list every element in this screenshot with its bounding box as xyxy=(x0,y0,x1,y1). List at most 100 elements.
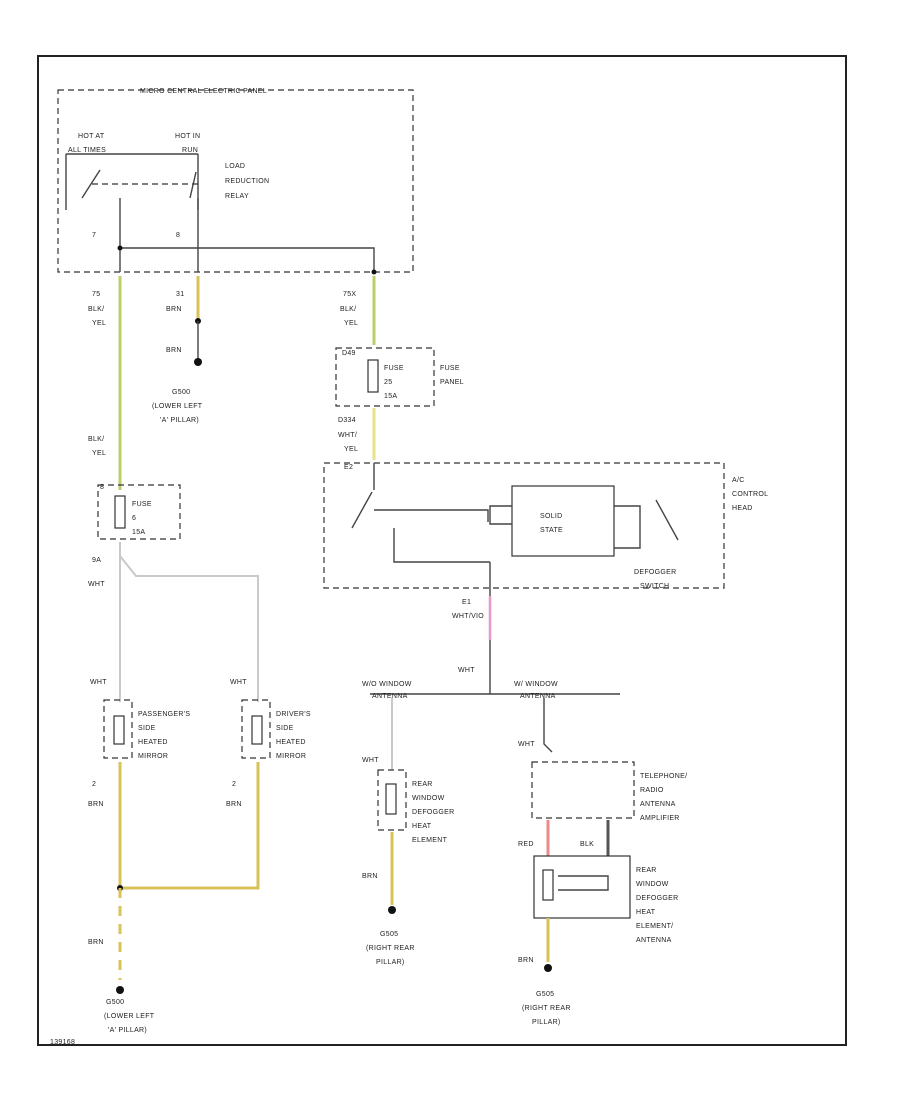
rear-element-box xyxy=(377,769,407,831)
fuse-6-label-2: 6 xyxy=(132,515,136,522)
rear-element-label-4: HEAT xyxy=(412,823,432,830)
w-antenna-label-1: W/ WINDOW xyxy=(514,681,558,688)
rear-element-antenna-label-5: ELEMENT/ xyxy=(636,923,673,930)
ac-head-link-1 xyxy=(393,528,490,563)
mirror-pass-wht: WHT xyxy=(90,679,107,686)
ac-head-pin-e1: E1 xyxy=(462,599,471,606)
wo-antenna-label-2: ANTENNA xyxy=(372,693,408,700)
fuse-25-label-1: FUSE xyxy=(384,365,404,372)
amp-label-4: AMPLIFIER xyxy=(640,815,680,822)
driver-mirror-element-icon xyxy=(251,715,263,745)
fuse-25-label-3: 15A xyxy=(384,393,397,400)
rear-antenna-brn: BRN xyxy=(518,957,534,964)
relay-label-3: RELAY xyxy=(225,193,249,200)
wire-31-brn-label: BRN xyxy=(166,306,182,313)
wire-w-antenna-wht xyxy=(543,698,553,753)
ground-g505-left-icon xyxy=(388,906,396,914)
fuse-25-label-2: 25 xyxy=(384,379,392,386)
ac-head-pin-e2: E2 xyxy=(344,464,353,471)
rear-element-label-2: WINDOW xyxy=(412,795,445,802)
driver-mirror-box xyxy=(241,699,271,759)
amp-wht: WHT xyxy=(518,741,535,748)
passenger-mirror-label-1: PASSENGER'S xyxy=(138,711,190,718)
wire-9a-branch xyxy=(119,555,259,702)
rear-element-icon xyxy=(385,783,397,815)
ac-head-link-2 xyxy=(374,509,489,522)
fuse-panel-box xyxy=(335,347,435,407)
wire-75-color-4: YEL xyxy=(92,450,106,457)
ground-g500-top-1: G500 xyxy=(172,389,190,396)
ground-g500-top-2: (LOWER LEFT xyxy=(152,403,203,410)
wo-antenna-label-1: W/O WINDOW xyxy=(362,681,412,688)
rear-element-antenna-trace xyxy=(558,875,609,891)
defogger-switch-label-2: SWITCH xyxy=(640,583,669,590)
rear-element-label-5: ELEMENT xyxy=(412,837,448,844)
pin-31: 31 xyxy=(176,291,184,298)
hot-in-run-label-1: HOT IN xyxy=(175,133,200,140)
splice-dot-right xyxy=(371,269,377,275)
ground-g505-left-1: G505 xyxy=(380,931,398,938)
rear-element-label-3: DEFOGGER xyxy=(412,809,454,816)
fuse-6-icon xyxy=(114,495,126,529)
wire-75-color-3: BLK/ xyxy=(88,436,104,443)
fuse-6-out-color: WHT xyxy=(88,581,105,588)
wire-75x-color-2: YEL xyxy=(344,320,358,327)
solid-state-label-1: SOLID xyxy=(540,513,563,520)
central-panel-box xyxy=(57,89,414,273)
solid-state-right-link xyxy=(614,505,641,549)
hot-all-times-label-1: HOT AT xyxy=(78,133,105,140)
wire-wht-label-ac: WHT xyxy=(458,667,475,674)
ac-control-head-box xyxy=(323,462,725,589)
rear-element-brn: BRN xyxy=(362,873,378,880)
fuse-6-pin: 8 xyxy=(100,484,104,491)
ground-g505-right-1: G505 xyxy=(536,991,554,998)
driver-mirror-label-3: HEATED xyxy=(276,739,306,746)
passenger-mirror-label-4: MIRROR xyxy=(138,753,168,760)
driver-mirror-label-2: SIDE xyxy=(276,725,294,732)
ac-head-label-1: A/C xyxy=(732,477,745,484)
rear-element-antenna-label-2: WINDOW xyxy=(636,881,669,888)
solid-state-left-tab xyxy=(489,505,512,525)
driver-mirror-label-1: DRIVER'S xyxy=(276,711,311,718)
amp-label-3: ANTENNA xyxy=(640,801,676,808)
passenger-mirror-label-2: SIDE xyxy=(138,725,156,732)
ground-g505-left-3: PILLAR) xyxy=(376,959,405,966)
rear-element-antenna-label-6: ANTENNA xyxy=(636,937,672,944)
figure-id: 139168 xyxy=(50,1039,75,1046)
passenger-mirror-label-3: HEATED xyxy=(138,739,168,746)
mirror-pass-brn: BRN xyxy=(88,801,104,808)
ground-g505-right-icon xyxy=(544,964,552,972)
ground-g500-bottom-2: (LOWER LEFT xyxy=(104,1013,155,1020)
wire-75-num: 75 xyxy=(92,291,100,298)
ground-g500-bottom-3: 'A' PILLAR) xyxy=(108,1027,147,1034)
wire-75x-num: 75X xyxy=(343,291,356,298)
diagram-frame xyxy=(37,55,847,1046)
ground-g505-right-3: PILLAR) xyxy=(532,1019,561,1026)
relay-label-1: LOAD xyxy=(225,163,245,170)
defogger-switch-label-1: DEFOGGER xyxy=(634,569,676,576)
amp-label-2: RADIO xyxy=(640,787,664,794)
ground-g505-left-2: (RIGHT REAR xyxy=(366,945,415,952)
wire-31-brn-label-2: BRN xyxy=(166,347,182,354)
relay-switch-left xyxy=(81,169,101,199)
mirror-drv-pin: 2 xyxy=(232,781,236,788)
amp-label-1: TELEPHONE/ xyxy=(640,773,687,780)
rear-element-antenna-label-1: REAR xyxy=(636,867,657,874)
relay-switch-right xyxy=(189,171,197,199)
central-panel-title: MICRO CENTRAL ELECTRIC PANEL xyxy=(140,88,267,95)
mirror-ground-brn: BRN xyxy=(88,939,104,946)
ground-g500-bottom-1: G500 xyxy=(106,999,124,1006)
fuse-panel-label-1: FUSE xyxy=(440,365,460,372)
fuse-25-icon xyxy=(367,359,379,393)
rear-element-antenna-label-3: DEFOGGER xyxy=(636,895,678,902)
pin-7: 7 xyxy=(92,232,96,239)
wire-75x-color-1: BLK/ xyxy=(340,306,356,313)
ac-head-label-2: CONTROL xyxy=(732,491,768,498)
hot-all-times-label-2: ALL TIMES xyxy=(68,147,106,154)
relay-label-2: REDUCTION xyxy=(225,178,269,185)
rear-element-antenna-icon xyxy=(542,869,554,901)
rear-elem-wht: WHT xyxy=(362,757,379,764)
ground-g500-bottom-icon xyxy=(116,986,124,994)
fuse-6-out-pin: 9A xyxy=(92,557,101,564)
